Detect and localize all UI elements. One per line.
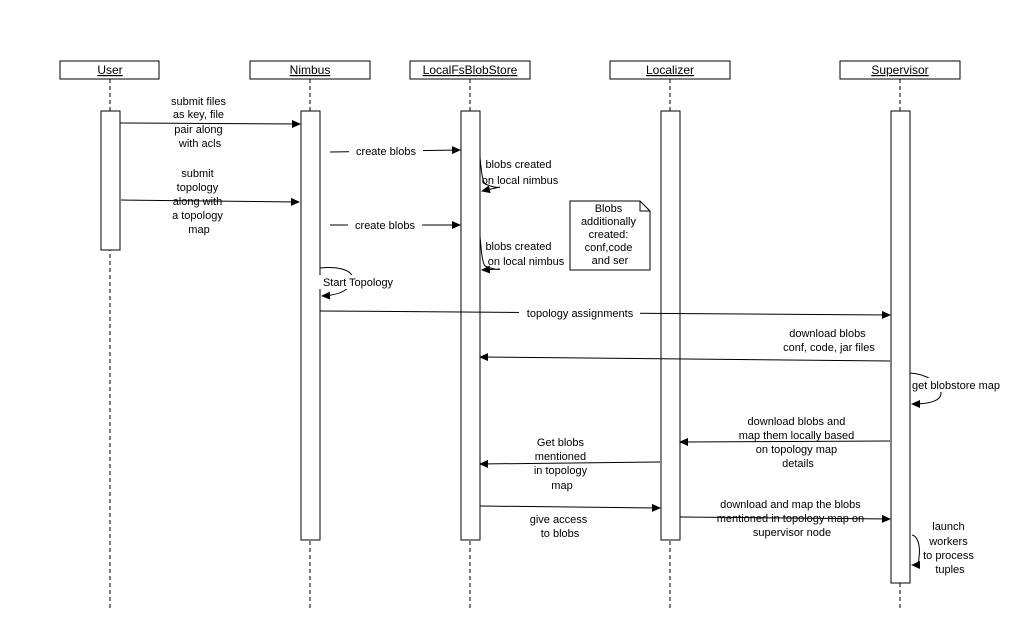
user-activation bbox=[100, 110, 121, 251]
label-start-topology: Start Topology bbox=[323, 277, 394, 289]
arrow-get-blobs-mentioned bbox=[479, 459, 661, 468]
arrow-give-access bbox=[479, 503, 661, 512]
localizer-activation bbox=[660, 110, 681, 541]
participant-label: LocalFsBlobStore bbox=[423, 63, 518, 77]
participant-supervisor: Supervisor bbox=[839, 60, 961, 80]
arrow-get-blobstore-map bbox=[909, 372, 942, 408]
blobstore-activation bbox=[460, 110, 481, 541]
label-bg bbox=[348, 218, 422, 232]
participant-label: User bbox=[97, 63, 122, 77]
arrow-download-and-map-supervisor bbox=[679, 514, 891, 523]
label-get-blobstore-map: get blobstore map bbox=[912, 380, 1000, 392]
label-submit-topology: submit topology along with a topology ma… bbox=[172, 168, 226, 236]
label-download-and-map-supervisor: download and map the blobs mentioned in … bbox=[717, 499, 867, 539]
arrow-blobs-created-2 bbox=[479, 235, 501, 274]
label-give-access: give access to blobs bbox=[530, 514, 591, 540]
arrow-blobs-created-1 bbox=[479, 156, 501, 194]
label-bg bbox=[519, 306, 640, 320]
note-line: additionally bbox=[581, 216, 637, 228]
arrow-submit-files bbox=[119, 119, 301, 128]
label-blobs-created-2: blobs created on local nimbus bbox=[485, 241, 564, 268]
participant-localizer: Localizer bbox=[609, 60, 731, 80]
label-bg bbox=[318, 275, 400, 289]
arrow-launch-workers bbox=[911, 534, 921, 569]
participant-label: Localizer bbox=[646, 63, 694, 77]
participant-label: Nimbus bbox=[290, 63, 331, 77]
arrow-download-and-map bbox=[679, 437, 891, 446]
label-bg bbox=[349, 144, 423, 158]
participant-nimbus: Nimbus bbox=[249, 60, 371, 80]
label-download-blobs: download blobs conf, code, jar files bbox=[783, 328, 875, 354]
participant-user: User bbox=[59, 60, 160, 80]
arrow-download-blobs bbox=[479, 353, 891, 362]
note-blobs-additionally-created: Blobs additionally created: conf,code an… bbox=[569, 200, 651, 271]
note-text: Blobs additionally created: conf,code an… bbox=[581, 203, 639, 267]
label-create-blobs-1: create blobs bbox=[356, 146, 416, 158]
label-download-and-map: download blobs and map them locally base… bbox=[739, 416, 858, 470]
note-line: conf,code bbox=[585, 242, 633, 254]
label-blobs-created-1: blobs created on local nimbus bbox=[482, 159, 559, 187]
note-line: created: bbox=[589, 229, 629, 241]
participant-label: Supervisor bbox=[871, 63, 928, 77]
label-get-blobs-mentioned: Get blobs mentioned in topology map bbox=[534, 437, 590, 492]
label-topology-assignments: topology assignments bbox=[527, 308, 634, 320]
label-launch-workers: launch workers to process tuples bbox=[923, 521, 977, 576]
supervisor-activation bbox=[890, 110, 911, 584]
label-bg bbox=[912, 378, 1000, 392]
label-create-blobs-2: create blobs bbox=[355, 220, 415, 232]
label-submit-files: submit files as key, file pair along wit… bbox=[171, 96, 229, 150]
arrow-submit-topology bbox=[120, 197, 300, 206]
note-line: Blobs bbox=[595, 203, 623, 215]
participant-blobstore: LocalFsBlobStore bbox=[409, 60, 531, 80]
note-line: and ser bbox=[592, 255, 629, 267]
nimbus-activation bbox=[300, 110, 321, 541]
